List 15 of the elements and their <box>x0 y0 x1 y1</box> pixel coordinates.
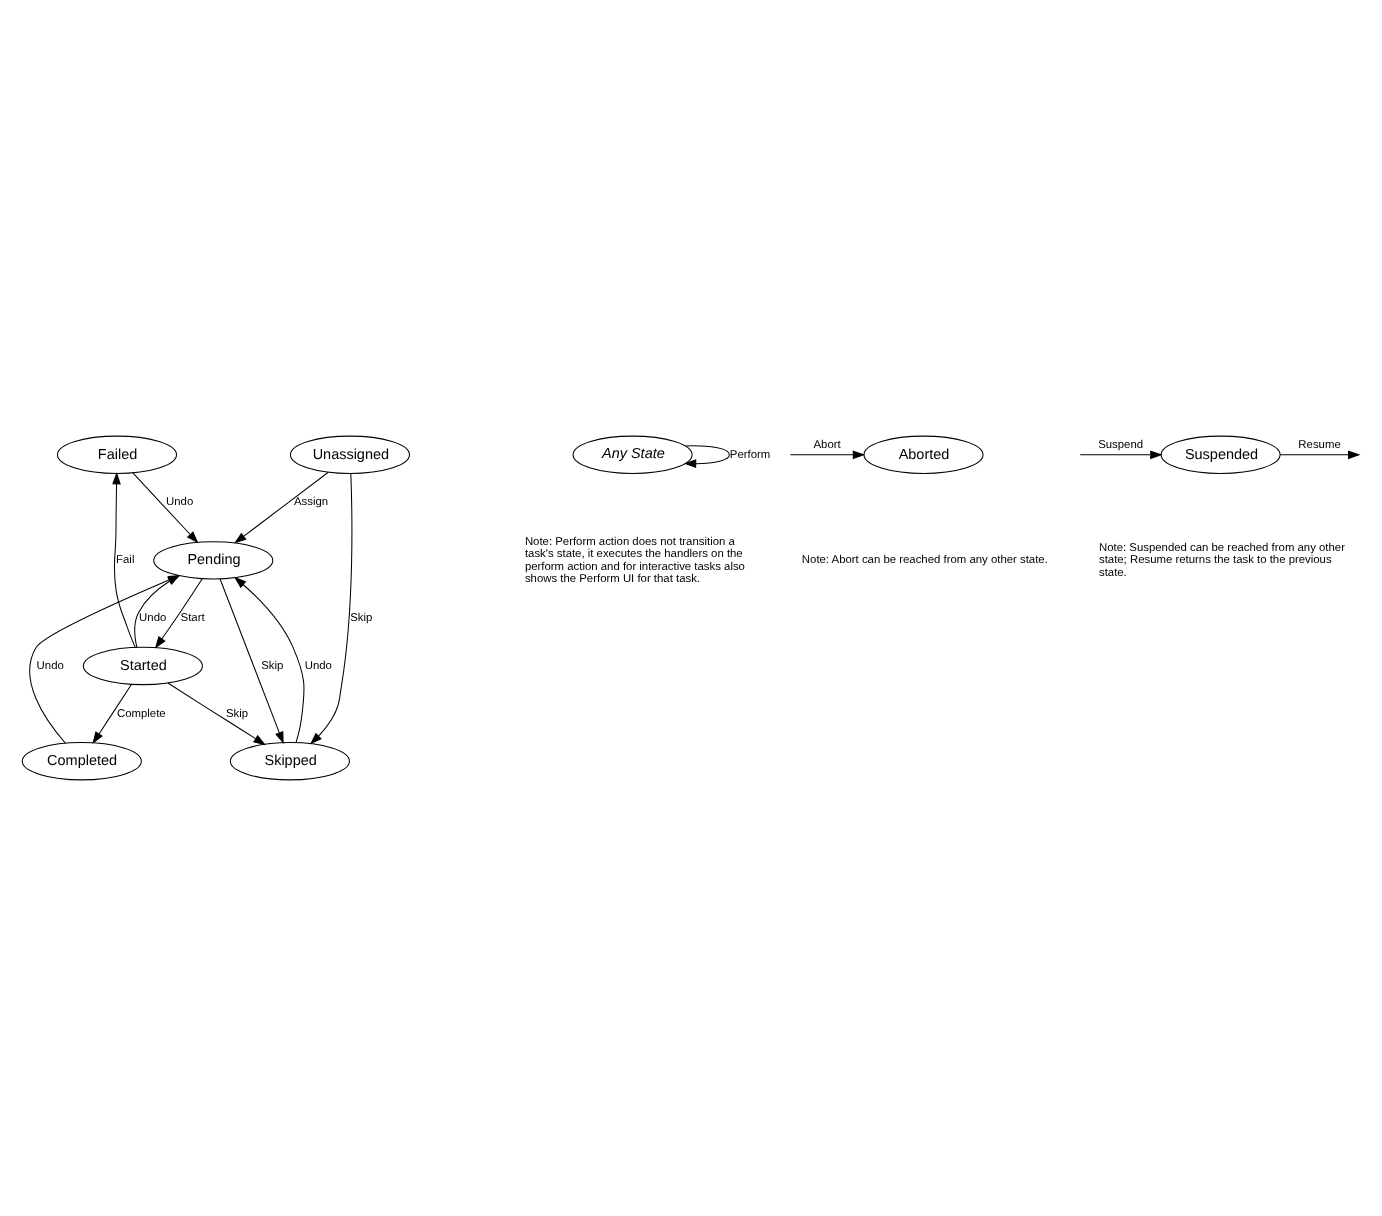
arrow <box>789 450 866 460</box>
arrow <box>134 574 181 648</box>
arrow <box>167 682 266 746</box>
arrow <box>219 578 284 745</box>
arrow <box>309 472 353 745</box>
arrow <box>112 471 136 648</box>
arrow <box>132 472 199 544</box>
arrow <box>1079 450 1163 460</box>
arrow <box>683 445 730 469</box>
arrow <box>233 576 305 743</box>
arrow <box>92 684 132 745</box>
arrow <box>1279 450 1361 460</box>
arrow <box>234 471 329 544</box>
arrow <box>29 575 181 744</box>
arrow <box>154 578 203 649</box>
